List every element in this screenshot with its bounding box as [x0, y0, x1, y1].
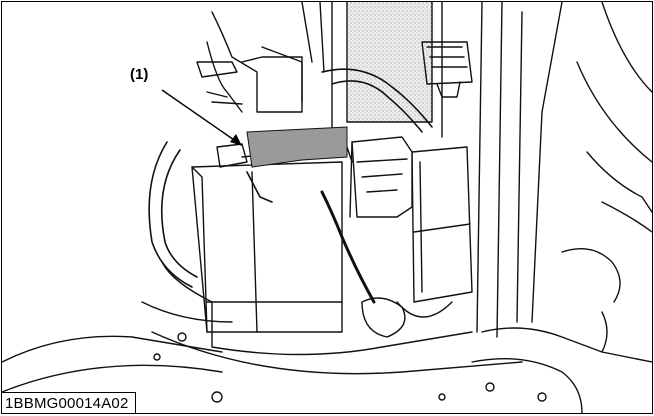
battery-top-highlight: [246, 126, 348, 168]
relay-box: [421, 41, 473, 98]
reserve-tank: [396, 146, 473, 318]
callout-label: (1): [130, 66, 149, 83]
battery: [191, 146, 353, 333]
leader-line: [161, 89, 242, 146]
fuse-box: [349, 136, 413, 218]
radiator-core: [301, 2, 443, 138]
figure-code: 1BBMG00014A02: [2, 392, 136, 413]
